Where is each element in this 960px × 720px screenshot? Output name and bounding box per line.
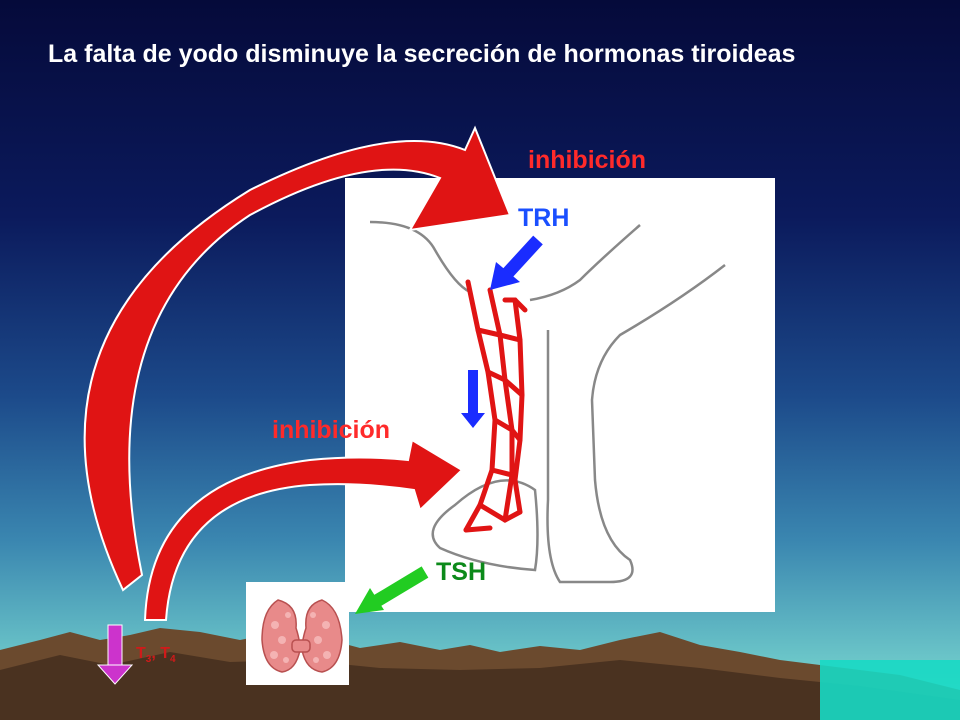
tsh-arrow	[355, 566, 429, 614]
inhibition-arrow-top	[83, 125, 512, 592]
slide-title: La falta de yodo disminuye la secreción …	[48, 40, 796, 68]
t4-subscript: 4	[170, 654, 176, 666]
t3-label: T	[136, 645, 146, 662]
sea-strip	[820, 660, 960, 720]
t3-subscript: 3	[145, 654, 152, 666]
tsh-label: TSH	[436, 558, 486, 586]
mountain-shading	[0, 652, 960, 720]
t4-label: T	[160, 645, 171, 662]
portal-flow-arrow	[461, 370, 485, 428]
t3-separator: ,	[151, 645, 156, 662]
brain-panel	[345, 178, 775, 612]
inhibition-arrow-mid	[143, 438, 464, 621]
inhibition-label-top: inhibición	[528, 146, 647, 174]
trh-arrow	[490, 235, 543, 290]
thyroid-gland-icon	[261, 599, 343, 673]
trh-label: TRH	[518, 204, 570, 232]
inhibition-label-mid: inhibición	[272, 416, 391, 444]
hormone-decrease-arrow	[96, 624, 134, 685]
t3-t4-label: T3, T4	[136, 645, 176, 665]
portal-vessels	[463, 279, 528, 533]
